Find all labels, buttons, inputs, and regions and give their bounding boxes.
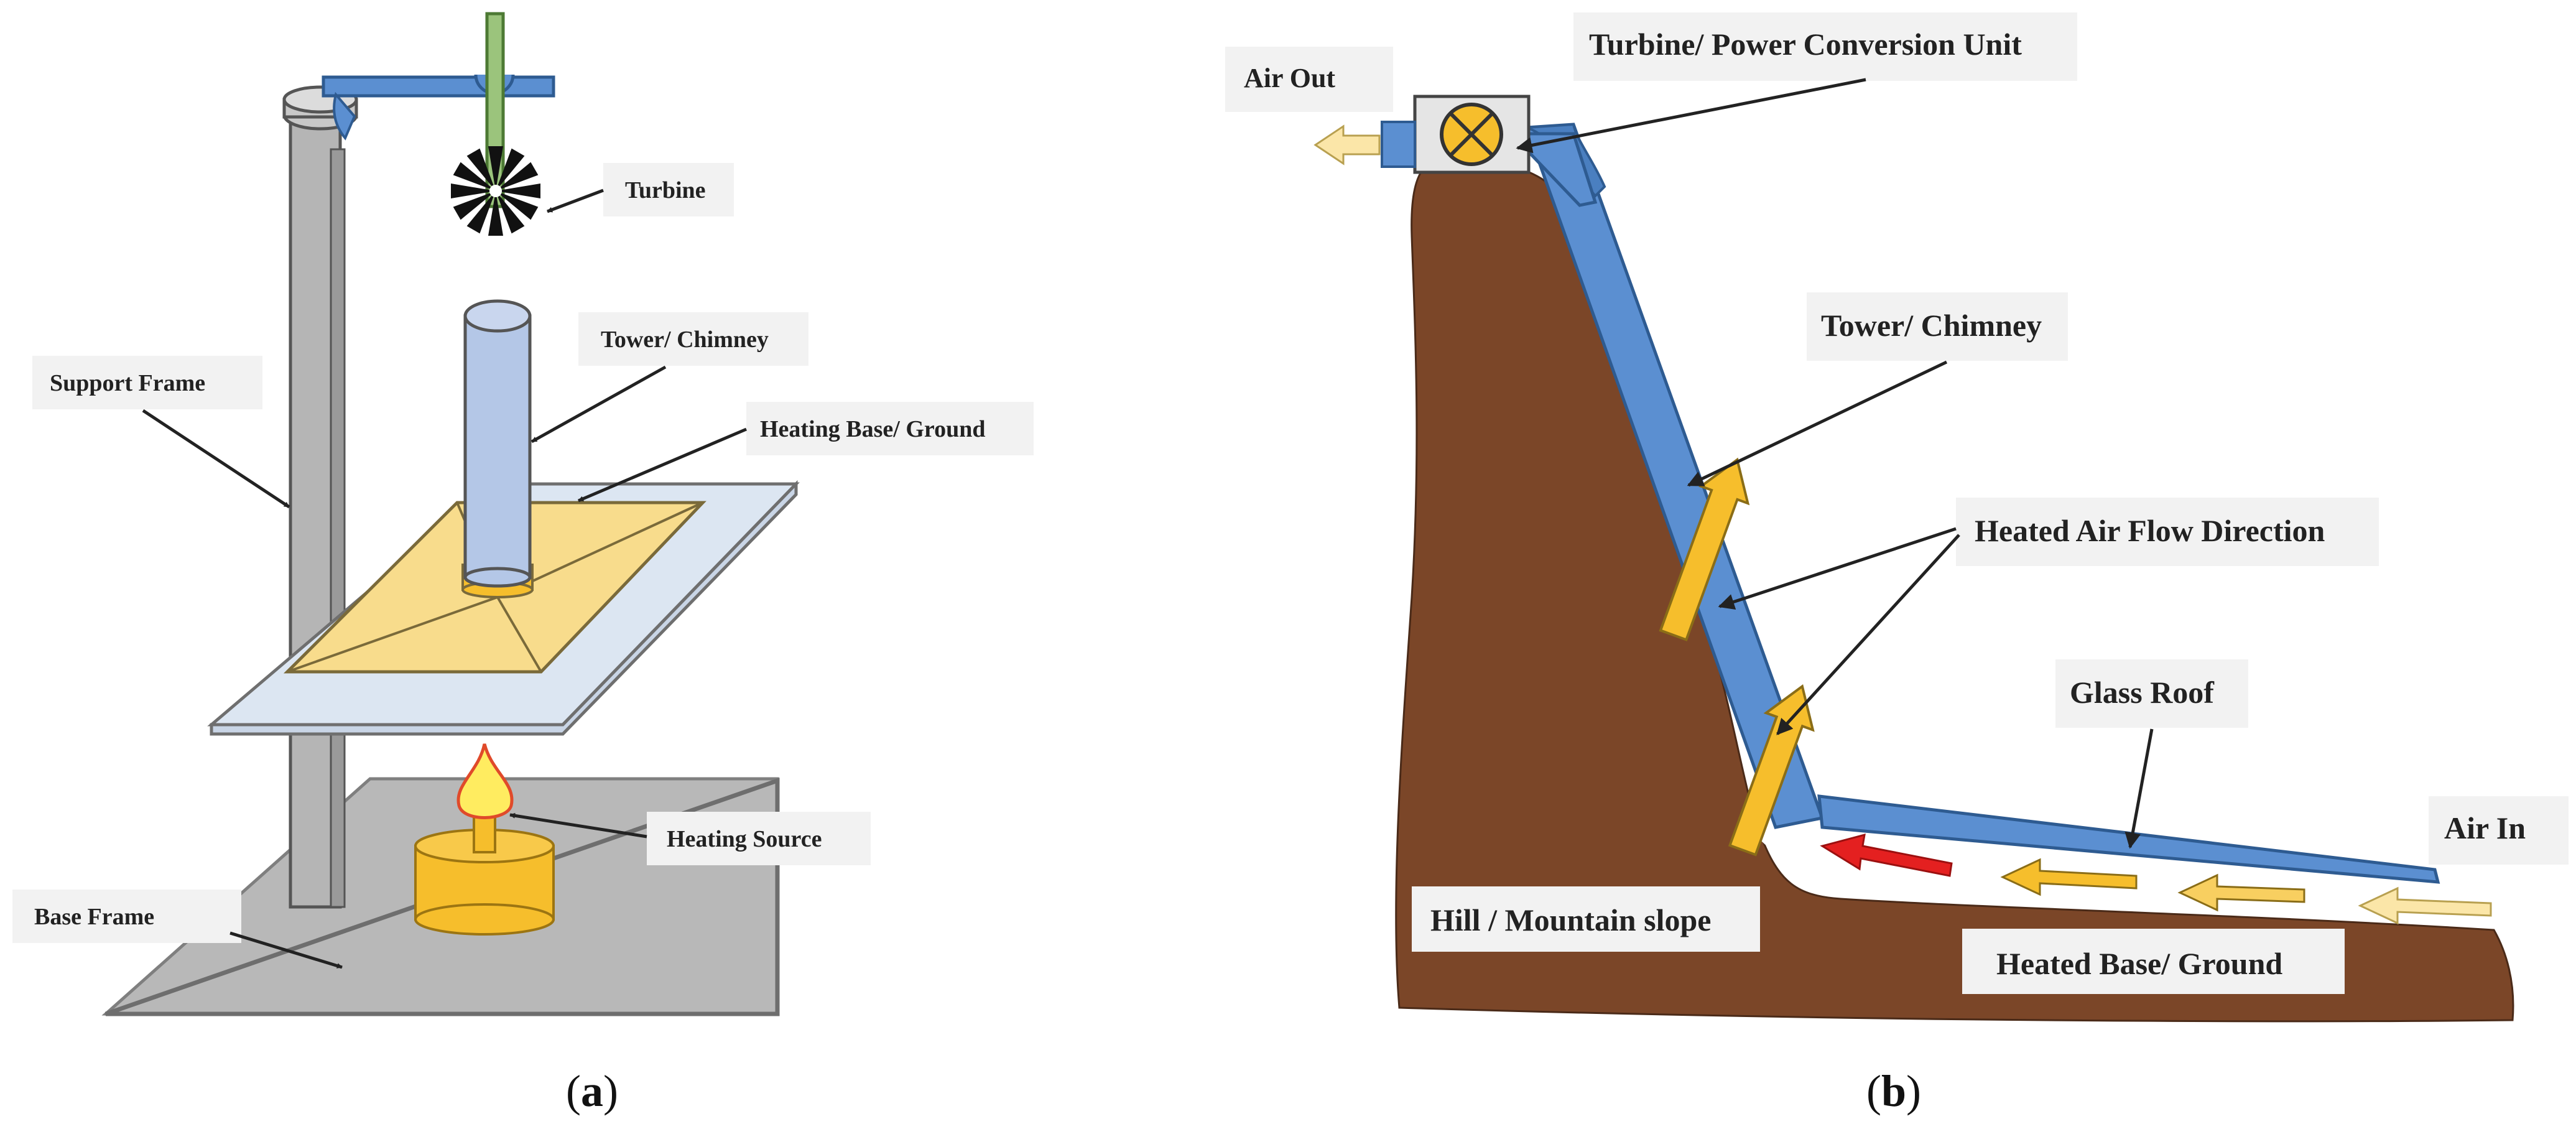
label-base-frame: Base Frame [34,904,154,930]
label-box-tower-b [1807,292,2068,361]
label-glass-roof: Glass Roof [2070,675,2215,710]
label-box-turbine-unit [1573,12,2077,81]
leader-heated-air-1 [1718,527,1957,610]
panel-a: Turbine Tower/ Chimney Support Frame Hea… [12,12,1034,1116]
turbine-icon [451,146,540,236]
caption-b: (b) [1866,1066,1921,1116]
label-air-out: Air Out [1244,63,1335,93]
support-frame-column-side [330,148,346,908]
label-air-in: Air In [2444,811,2526,845]
leader-base-frame [229,931,343,969]
label-heating-base: Heating Base/ Ground [760,416,985,442]
label-box-heated-air [1956,498,2379,566]
heating-base-ridge-1 [287,596,498,673]
label-box-tower-a [578,312,808,366]
label-box-heating-base [746,402,1034,455]
flow-arrow-chimney-1 [1659,457,1750,642]
air-outlet-nozzle [1381,121,1416,168]
arm-elbow [333,91,356,141]
chimney-bottom [463,567,532,588]
leader-turbine-unit [1516,78,1866,154]
label-box-heating-source [647,812,871,865]
flow-arrow-ground-2 [2177,873,2305,912]
turbine-support-arm [322,75,555,98]
leader-heating-source [509,812,647,839]
label-hill-slope: Hill / Mountain slope [1430,903,1711,937]
leader-heated-air-2 [1776,534,1960,735]
label-box-support [32,356,262,409]
leader-support-frame [142,409,290,509]
heating-plate-edge [210,480,798,736]
label-heating-source: Heating Source [667,826,822,852]
label-turbine: Turbine [625,177,706,203]
burner-bottom [414,903,555,936]
leader-tower-b [1687,360,1948,487]
label-support-frame: Support Frame [50,370,205,396]
flow-arrow-ground-red [1820,833,1953,877]
leader-glass-roof [2124,728,2154,849]
label-heated-base: Heated Base/ Ground [1996,946,2282,981]
leader-tower-a [530,365,667,444]
label-turbine-unit: Turbine/ Power Conversion Unit [1589,27,2022,62]
leader-heating-base [578,427,747,503]
heating-base-ridge-2 [496,596,542,673]
flow-arrow-ground-1 [2000,858,2138,896]
label-heated-air-flow: Heated Air Flow Direction [1975,513,2325,548]
caption-a: (a) [566,1066,618,1116]
label-box-glass-roof [2055,659,2248,728]
leader-turbine [547,188,604,213]
label-box-hill [1412,886,1760,952]
chimney-top [463,299,532,333]
label-box-air-in [2429,796,2569,865]
label-tower-chimney-a: Tower/ Chimney [601,327,769,353]
chimney-body [463,314,532,579]
panel-b: Air Out Turbine/ Power Conversion Unit T… [1225,12,2569,1116]
flame-icon [456,743,514,819]
label-box-turbine [603,163,734,216]
label-tower-chimney-b: Tower/ Chimney [1821,308,2042,343]
label-box-heated-base [1962,929,2345,994]
flow-arrow-ground-3 [2358,886,2492,925]
turbine-cross-2 [1448,111,1494,157]
label-box-base-frame [12,890,241,943]
air-out-arrow [1313,124,1381,165]
label-box-air-out [1225,47,1393,112]
